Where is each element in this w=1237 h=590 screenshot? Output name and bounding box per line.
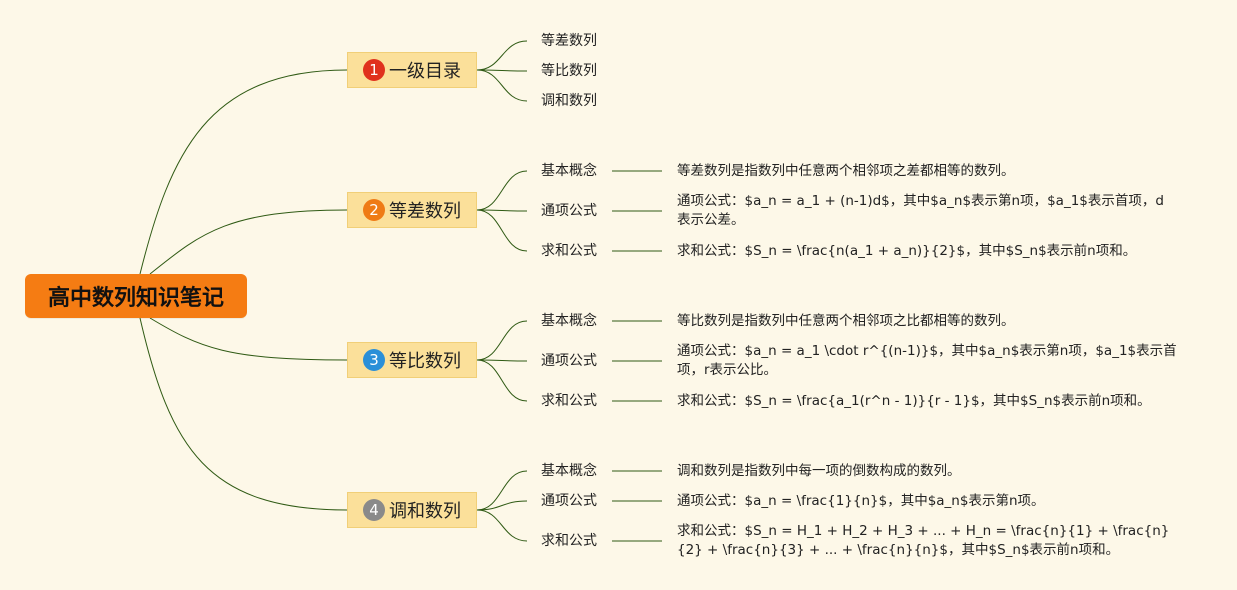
root-topic[interactable]: 高中数列知识笔记 [25, 274, 247, 318]
note-2-3: 求和公式：$S_n = \frac{n(a_1 + a_n)}{2}$，其中$S… [677, 243, 1137, 259]
note-4-1: 调和数列是指数列中每一项的倒数构成的数列。 [677, 463, 961, 479]
branch-label: 等比数列 [389, 351, 461, 372]
branch-topic-2[interactable]: 2 等差数列 [347, 192, 477, 228]
subtopic-2-1[interactable]: 基本概念 [541, 163, 597, 179]
connector-branch-4-sub-3 [476, 509, 528, 542]
connector-root-branch-2 [149, 209, 348, 275]
connector-root-branch-4 [139, 317, 348, 511]
subtopic-4-2[interactable]: 通项公式 [541, 493, 597, 509]
branch-label: 一级目录 [389, 61, 461, 82]
subtopic-3-1[interactable]: 基本概念 [541, 313, 597, 329]
subtopic-4-1[interactable]: 基本概念 [541, 463, 597, 479]
connector-branch-2-sub-1 [476, 170, 528, 211]
connector-branch-1-sub-1 [476, 40, 528, 71]
branch-label: 等差数列 [389, 201, 461, 222]
number-4-icon: 4 [363, 499, 385, 521]
root-topic-label: 高中数列知识笔记 [47, 286, 224, 311]
connector-branch-3-sub-3 [476, 359, 528, 402]
connector-branch-4-sub-2 [476, 500, 528, 511]
connector-branch-1-sub-2 [476, 69, 528, 72]
subtopic-1-2[interactable]: 等比数列 [541, 63, 597, 79]
subtopic-1-1[interactable]: 等差数列 [541, 33, 597, 49]
subtopic-4-3[interactable]: 求和公式 [541, 533, 597, 549]
connector-branch-3-sub-1 [476, 320, 528, 361]
branch-topic-4[interactable]: 4 调和数列 [347, 492, 477, 528]
note-4-2: 通项公式：$a_n = \frac{1}{n}$，其中$a_n$表示第n项。 [677, 493, 1045, 509]
note-4-3: 求和公式：$S_n = H_1 + H_2 + H_3 + ... + H_n … [677, 523, 1170, 558]
connector-branch-3-sub-2 [476, 359, 528, 362]
subtopic-2-3[interactable]: 求和公式 [541, 243, 597, 259]
note-3-3: 求和公式：$S_n = \frac{a_1(r^n - 1)}{r - 1}$，… [677, 393, 1151, 409]
connector-branch-2-sub-3 [476, 209, 528, 252]
branch-label: 调和数列 [389, 501, 461, 522]
note-2-1: 等差数列是指数列中任意两个相邻项之差都相等的数列。 [677, 163, 1015, 179]
note-2-2: 通项公式：$a_n = a_1 + (n-1)d$，其中$a_n$表示第n项，$… [677, 193, 1164, 228]
note-3-2: 通项公式：$a_n = a_1 \cdot r^{(n-1)}$，其中$a_n$… [677, 343, 1177, 378]
subtopic-3-2[interactable]: 通项公式 [541, 353, 597, 369]
subtopic-3-3[interactable]: 求和公式 [541, 393, 597, 409]
connector-branch-4-sub-1 [476, 470, 528, 511]
connector-root-branch-3 [149, 317, 348, 361]
number-2-icon: 2 [363, 199, 385, 221]
connector-branch-2-sub-2 [476, 209, 528, 212]
subtopic-2-2[interactable]: 通项公式 [541, 203, 597, 219]
note-3-1: 等比数列是指数列中任意两个相邻项之比都相等的数列。 [677, 313, 1015, 329]
number-1-icon: 1 [363, 59, 385, 81]
branch-topic-1[interactable]: 1 一级目录 [347, 52, 477, 88]
number-3-icon: 3 [363, 349, 385, 371]
connector-root-branch-1 [139, 69, 348, 275]
subtopic-1-3[interactable]: 调和数列 [541, 93, 597, 109]
connector-branch-1-sub-3 [476, 69, 528, 102]
branch-topic-3[interactable]: 3 等比数列 [347, 342, 477, 378]
